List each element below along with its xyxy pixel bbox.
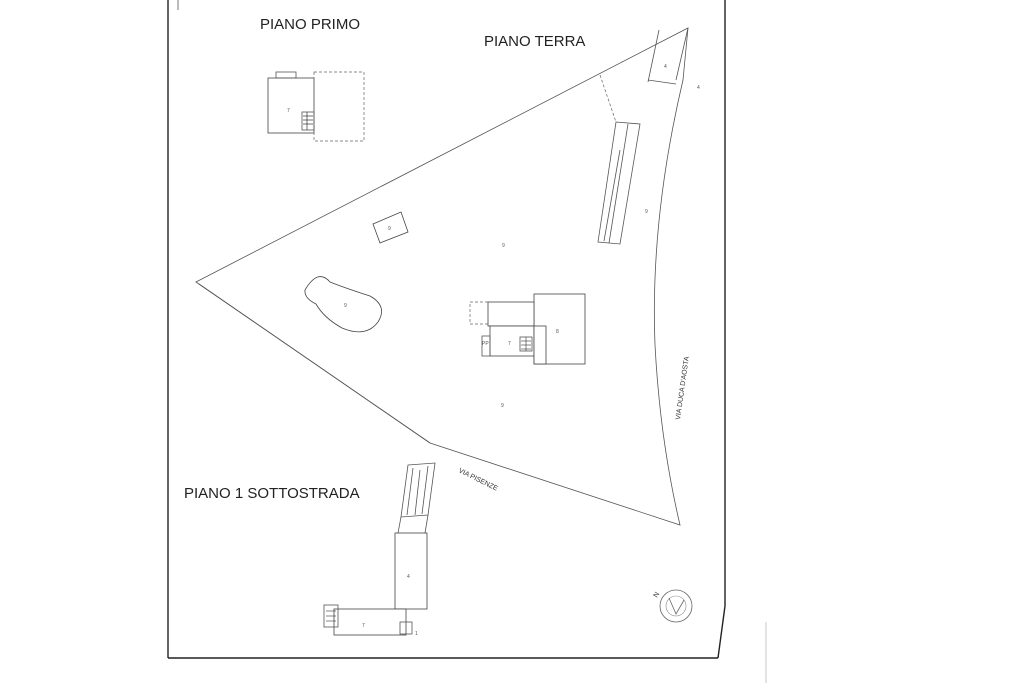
- lot-boundary: [195, 27, 689, 526]
- main-house: 8 7 PP: [469, 293, 586, 365]
- primo-room-number: 7: [287, 108, 290, 114]
- pool-shape: 9: [304, 276, 382, 333]
- garden-number-b: 9: [501, 403, 504, 409]
- house-main-number: 8: [556, 329, 559, 335]
- corner-number-b: 4: [697, 85, 700, 91]
- road-via-duca-aosta: VIA DUCA D'AOSTA: [675, 356, 691, 421]
- basement-mark: 1: [415, 631, 418, 637]
- label-piano-sottostrada: PIANO 1 SOTTOSTRADA: [184, 485, 360, 502]
- kiosk-structure: 9: [372, 211, 409, 244]
- basement-plan: 4 7 1: [323, 462, 436, 637]
- pool-number: 9: [344, 303, 347, 309]
- compass-letter: N: [653, 591, 662, 599]
- road-via-pisenze: VIA PISENZE: [457, 468, 499, 493]
- basement-corridor-number: 4: [407, 574, 410, 580]
- sheet-frame: [167, 0, 767, 683]
- strip-parcel: 9 4 4: [597, 64, 700, 245]
- corner-number: 4: [664, 64, 667, 70]
- kiosk-number: 9: [388, 226, 391, 232]
- primo-floor-plan: 7: [267, 71, 365, 142]
- house-room-number: 7: [508, 341, 511, 347]
- strip-number: 9: [645, 209, 648, 215]
- north-compass-icon: N: [653, 589, 693, 623]
- garden-number-a: 9: [502, 243, 505, 249]
- label-piano-terra: PIANO TERRA: [484, 33, 585, 50]
- label-piano-primo: PIANO PRIMO: [260, 16, 360, 33]
- basement-room-number: 7: [362, 623, 365, 629]
- house-side-label: PP: [482, 341, 489, 347]
